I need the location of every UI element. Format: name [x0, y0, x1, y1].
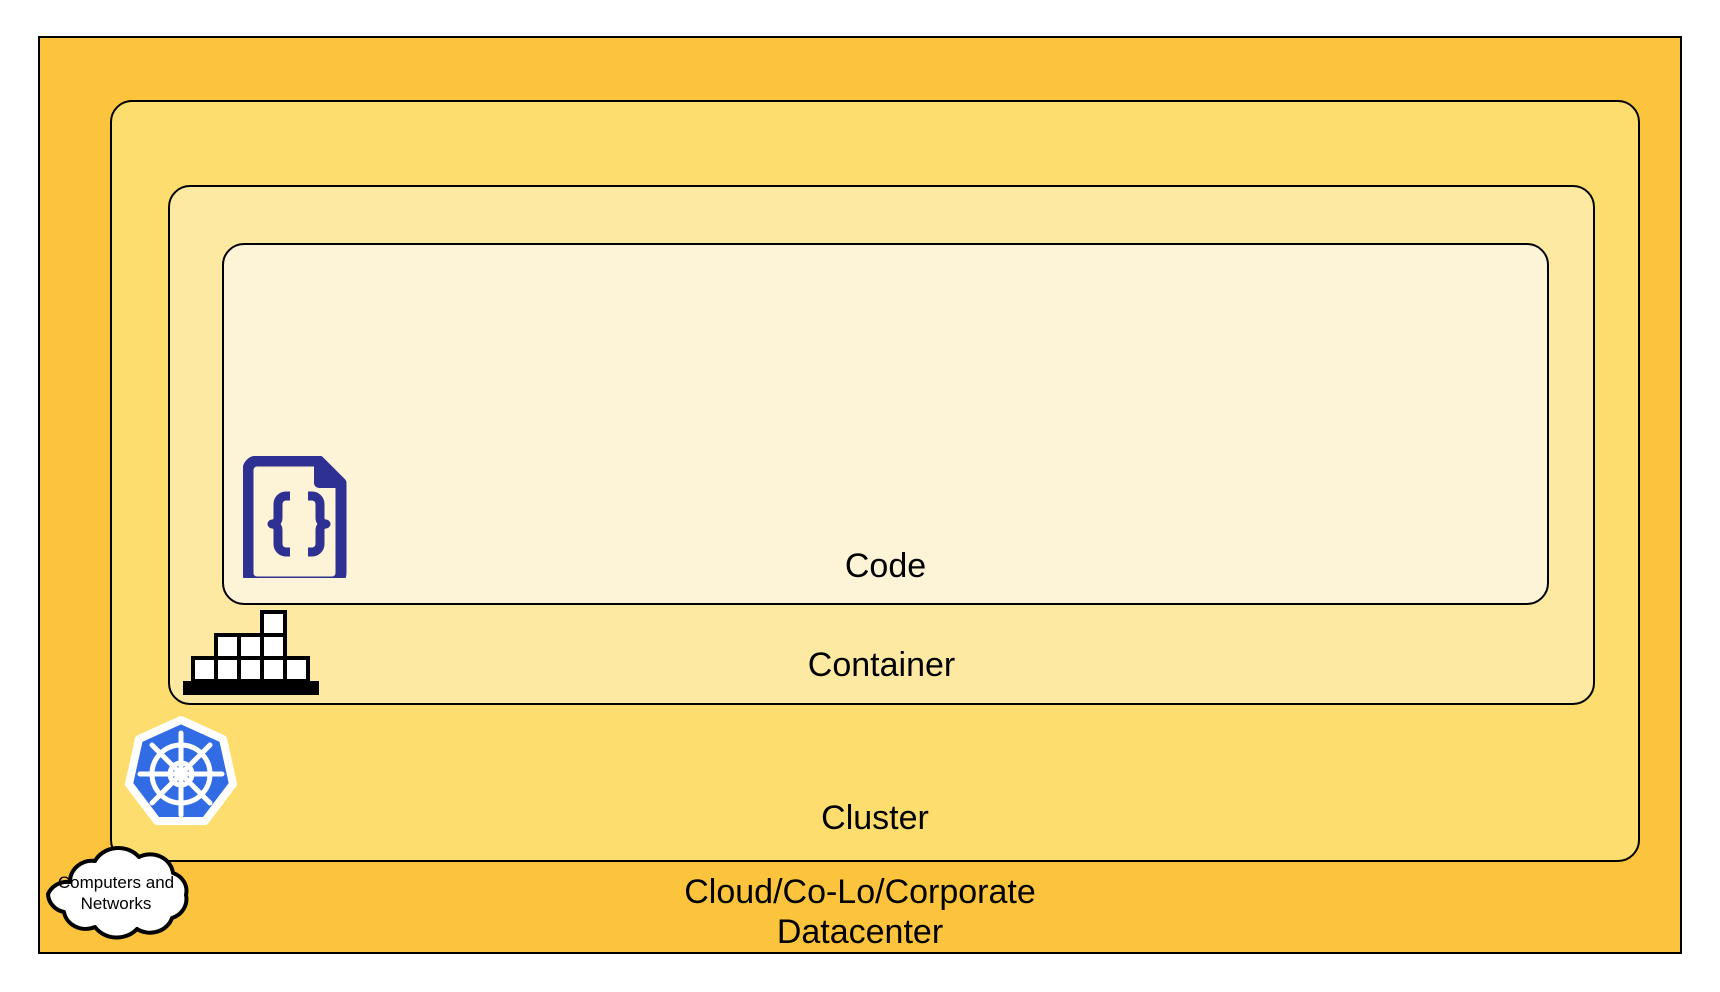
layer-label-datacenter: Cloud/Co-Lo/Corporate Datacenter — [684, 873, 1036, 952]
layer-label-cluster: Cluster — [821, 799, 929, 837]
container-stacked-blocks-icon — [183, 605, 319, 695]
cloud-icon — [30, 846, 202, 956]
layer-code[interactable] — [222, 243, 1549, 605]
cloud-icon-svg — [46, 846, 189, 940]
layer-label-code: Code — [844, 547, 927, 585]
code-file-braces-icon — [243, 456, 355, 578]
kubernetes-helm-wheel-icon-svg — [125, 716, 237, 825]
code-file-braces-icon-svg — [243, 456, 347, 578]
layer-label-container: Container — [807, 646, 956, 684]
kubernetes-helm-wheel-icon — [122, 714, 240, 832]
container-stacked-blocks-icon-svg — [183, 610, 319, 695]
